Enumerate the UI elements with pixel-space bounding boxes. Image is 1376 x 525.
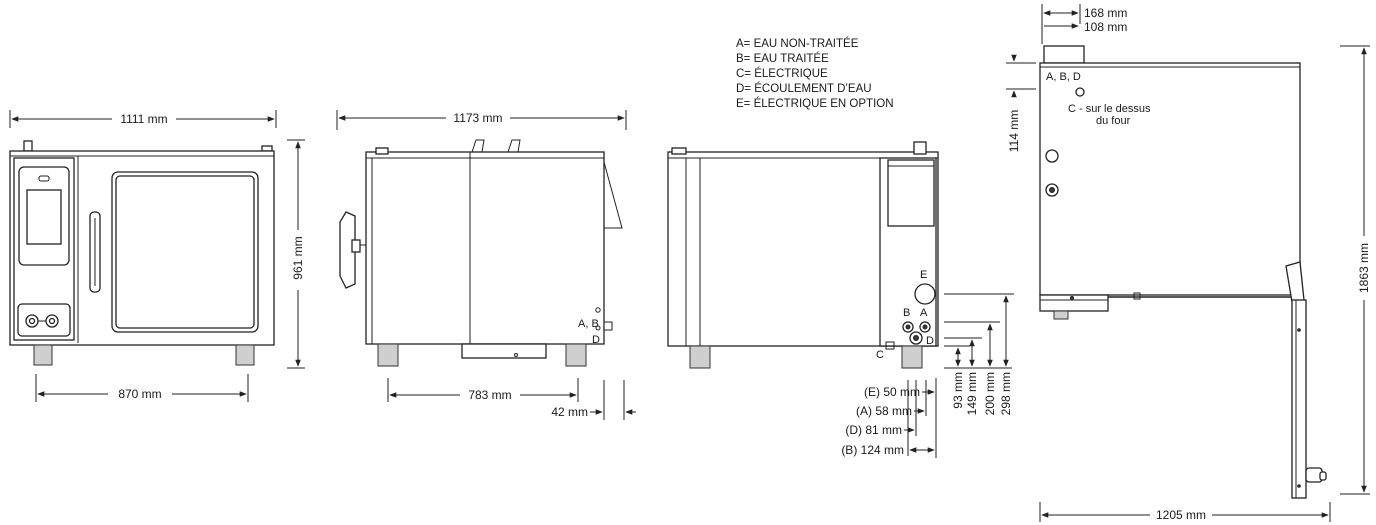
rear-label-e: E [920, 269, 927, 281]
legend-d: D= ÉCOULEMENT D’EAU [736, 82, 872, 95]
rear-label-d: D [926, 335, 934, 347]
rear-h-e: (E) 50 mm [864, 385, 920, 399]
side-depth-dim: 1173 mm [453, 111, 502, 125]
rear-v-93: 93 mm [951, 372, 965, 409]
side-label-ab: A, B [578, 318, 599, 330]
top-dim-1863: 1863 mm [1357, 243, 1371, 293]
rear-h-d: (D) 81 mm [845, 423, 902, 437]
legend-c: C= ÉLECTRIQUE [736, 67, 828, 80]
front-view: 1111 mm 961 mm [9, 110, 305, 402]
front-height-dim: 961 mm [291, 236, 305, 279]
top-label-abd: A, B, D [1046, 71, 1081, 83]
rear-view: E B A C D 93 mm 149 mm 200 mm 298 mm (E)… [667, 141, 1014, 458]
front-width-dim: 1111 mm [120, 112, 167, 126]
top-dim-108: 108 mm [1084, 20, 1127, 34]
top-view: 168 mm 108 mm A, B, D C - sur le dessus … [1006, 4, 1371, 522]
top-dim-114: 114 mm [1007, 110, 1021, 152]
rear-h-a: (A) 58 mm [856, 404, 912, 418]
legend-a: A= EAU NON-TRAITÉE [736, 37, 859, 50]
rear-v-200: 200 mm [983, 372, 997, 415]
rear-label-a: A [920, 307, 928, 319]
rear-v-298: 298 mm [999, 372, 1013, 415]
top-dim-168: 168 mm [1084, 6, 1127, 20]
side-feet-span-dim: 783 mm [468, 388, 511, 402]
legend-b: B= EAU TRAITÉE [736, 52, 829, 65]
legend-e: E= ÉLECTRIQUE EN OPTION [736, 97, 894, 110]
rear-label-c: C [876, 349, 884, 361]
rear-v-149: 149 mm [965, 372, 979, 415]
legend: A= EAU NON-TRAITÉE B= EAU TRAITÉE C= ÉLE… [736, 37, 894, 110]
rear-h-b: (B) 124 mm [841, 443, 904, 457]
side-label-d: D [592, 334, 600, 346]
side-view: 1173 mm A, B D 783 mm [336, 110, 636, 420]
rear-label-b: B [903, 307, 910, 319]
front-feet-span-dim: 870 mm [118, 387, 161, 401]
top-label-c2: du four [1096, 115, 1131, 127]
top-label-c1: C - sur le dessus [1068, 103, 1151, 115]
side-offset-dim: 42 mm [551, 405, 588, 419]
top-dim-1205: 1205 mm [1156, 508, 1206, 522]
